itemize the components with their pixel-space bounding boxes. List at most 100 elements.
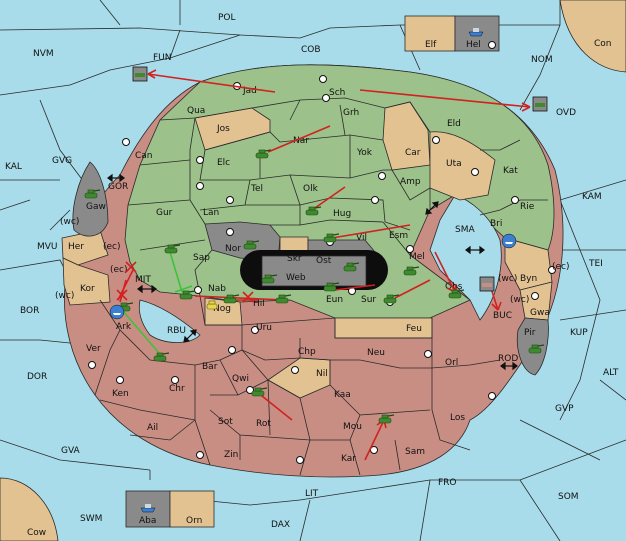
svg-text:Nor: Nor [225,244,241,254]
svg-text:DAX: DAX [271,520,290,530]
svg-text:Skr: Skr [287,254,302,264]
svg-text:Nab: Nab [208,284,226,294]
svg-text:Her: Her [68,242,84,252]
svg-text:Los: Los [450,413,465,423]
svg-text:Jad: Jad [242,86,257,96]
svg-text:Qua: Qua [187,106,205,116]
boxed-units [132,66,548,292]
svg-text:Neu: Neu [367,348,385,358]
tank-icon[interactable] [261,274,278,284]
svg-text:KUP: KUP [570,328,588,338]
tank-icon[interactable] [383,294,400,304]
ship-icon[interactable] [109,304,125,320]
svg-text:FUN: FUN [153,53,172,63]
region-gaw[interactable] [72,161,109,237]
svg-text:GVG: GVG [52,156,72,166]
svg-text:ROD: ROD [498,354,518,364]
svg-text:FRO: FRO [438,478,457,488]
svg-text:Gwa: Gwa [530,308,550,318]
region-boundaries [94,295,501,476]
tank-icon[interactable] [243,240,260,250]
svg-text:Zin: Zin [224,450,238,460]
svg-text:Esm: Esm [389,231,408,241]
svg-text:Rie: Rie [520,202,535,212]
svg-text:(ec): (ec) [110,265,128,275]
tank-icon[interactable] [132,66,148,82]
svg-text:Hil: Hil [253,299,265,309]
supply-centers [88,41,556,464]
region-elf[interactable] [404,15,456,52]
tank-icon[interactable] [223,294,240,304]
tank-icon[interactable] [305,206,322,216]
svg-text:Sot: Sot [218,417,233,427]
tank-icon[interactable] [479,276,495,292]
svg-text:RBU: RBU [167,326,186,336]
svg-text:Qwi: Qwi [232,374,249,384]
tank-icon[interactable] [323,233,340,243]
svg-text:Chp: Chp [298,347,316,357]
svg-text:Nar: Nar [293,136,309,146]
tank-icon[interactable] [164,244,181,254]
svg-text:Ail: Ail [147,423,158,433]
svg-text:Elc: Elc [217,158,230,168]
svg-text:Mel: Mel [409,252,425,262]
tank-icon[interactable] [179,290,196,300]
svg-text:Gaw: Gaw [86,202,106,212]
svg-text:Con: Con [594,39,612,49]
svg-text:MVU: MVU [37,242,58,252]
svg-text:Hel: Hel [466,40,481,50]
ship-icon[interactable] [501,233,517,249]
svg-text:NOM: NOM [531,55,553,65]
svg-text:Grh: Grh [343,108,359,118]
svg-text:KAM: KAM [582,192,602,202]
tank-icon[interactable] [528,344,545,354]
tank-icon[interactable] [378,414,395,424]
svg-text:GVP: GVP [555,404,574,414]
svg-text:Byn: Byn [520,274,537,284]
svg-text:TEI: TEI [588,259,603,269]
svg-text:Lan: Lan [203,208,219,218]
svg-text:Kat: Kat [503,166,518,176]
tank-icon[interactable] [255,149,272,159]
svg-text:Ken: Ken [112,389,129,399]
svg-text:Cow: Cow [27,528,46,538]
double-arrow-icon [107,173,518,371]
svg-text:Yok: Yok [356,148,373,158]
svg-text:Sam: Sam [405,447,425,457]
support-lines [121,251,193,361]
tank-icon[interactable] [153,352,170,362]
tank-icon[interactable] [323,282,340,292]
svg-text:Ark: Ark [116,322,132,332]
svg-text:Ost: Ost [316,256,332,266]
svg-text:(wc): (wc) [55,291,74,301]
svg-text:Rot: Rot [256,419,271,429]
tank-icon[interactable] [403,266,420,276]
svg-text:Car: Car [405,148,421,158]
tank-icon[interactable] [532,96,548,112]
svg-text:Hug: Hug [333,209,351,219]
svg-text:Vil: Vil [356,233,367,243]
svg-text:(wc): (wc) [510,295,529,305]
svg-text:Sur: Sur [361,295,376,305]
tank-icon[interactable] [84,189,101,199]
ship-icon[interactable] [468,28,484,37]
tank-icon[interactable] [343,262,360,272]
svg-text:POL: POL [218,13,236,23]
svg-text:Tel: Tel [250,184,263,194]
ship-icon[interactable] [140,504,156,513]
svg-text:COB: COB [301,45,321,55]
tank-icon[interactable] [448,289,465,299]
svg-text:Eun: Eun [326,295,343,305]
tank-icon[interactable] [251,387,268,397]
tank-icon[interactable] [206,300,218,310]
svg-text:Bar: Bar [202,362,218,372]
svg-text:Orl: Orl [445,358,458,368]
region-orn[interactable] [169,490,215,528]
svg-text:BOR: BOR [20,306,39,316]
svg-text:Uru: Uru [256,323,272,333]
tank-icon[interactable] [275,294,292,304]
svg-text:BUC: BUC [493,311,512,321]
region-uta[interactable] [429,131,496,201]
region-kor[interactable] [62,257,111,306]
